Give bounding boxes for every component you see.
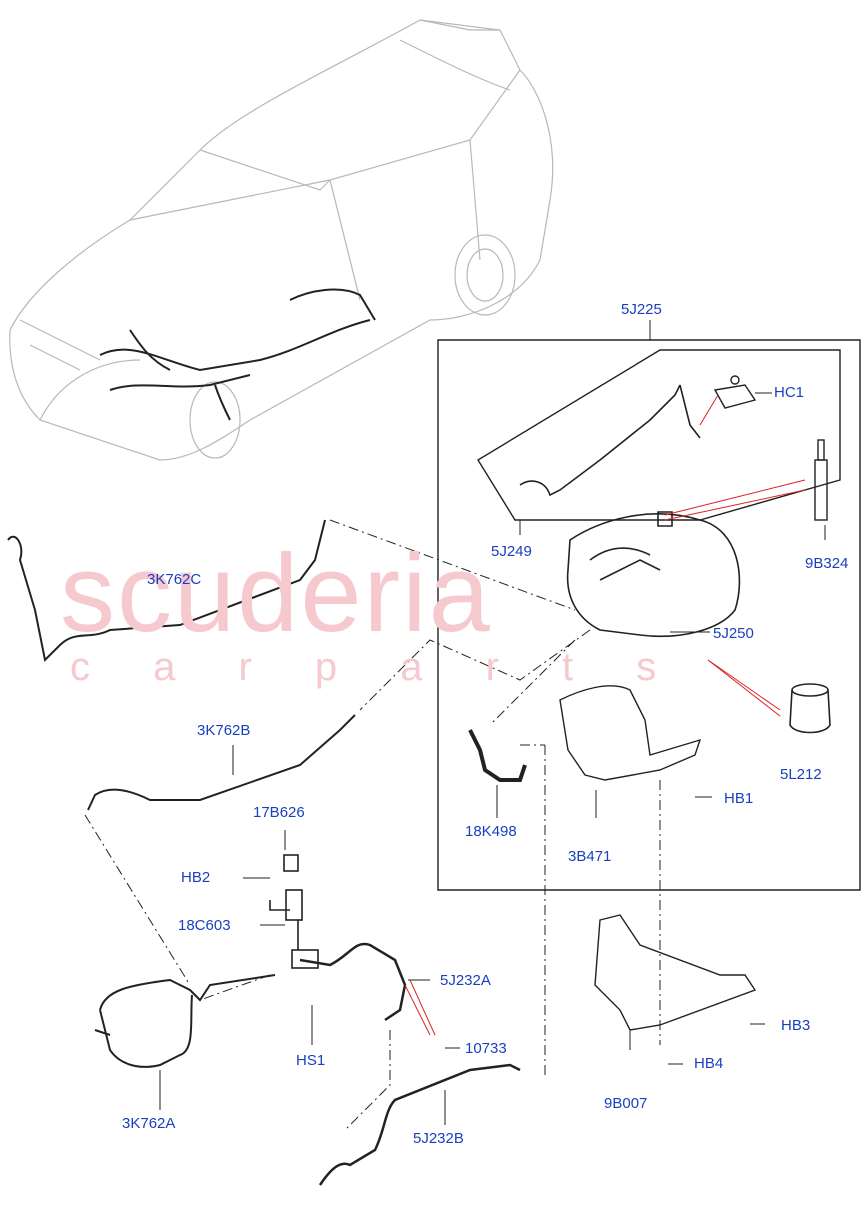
fuel-line-3k762a — [94, 974, 276, 1068]
label-3k762b: 3K762B — [197, 722, 251, 739]
label-17b626: 17B626 — [253, 804, 305, 821]
fuel-line-5j232a — [299, 942, 407, 1022]
pump-5l212 — [789, 683, 831, 734]
fuel-line-3k762b — [87, 714, 356, 811]
label-hb3: HB3 — [781, 1017, 811, 1034]
vehicle-harness — [99, 288, 376, 421]
label-9b007: 9B007 — [604, 1095, 648, 1112]
label-hs1: HS1 — [296, 1052, 326, 1069]
label-5l212: 5L212 — [780, 766, 822, 783]
label-5j249: 5J249 — [491, 543, 532, 560]
label-10733: 10733 — [465, 1040, 507, 1057]
fuel-line-3k762c — [7, 519, 326, 663]
label-18c603: 18C603 — [178, 917, 231, 934]
fuel-line-5j232b — [318, 1063, 521, 1186]
leader-lines — [159, 320, 826, 1125]
label-5j232a: 5J232A — [440, 972, 491, 989]
dash-lines — [84, 519, 661, 1131]
harness-5j249 — [519, 384, 701, 497]
connector-hc1 — [713, 375, 757, 409]
label-hb4: HB4 — [694, 1055, 724, 1072]
label-18k498: 18K498 — [465, 823, 517, 840]
fuel-tank-5j250 — [566, 511, 741, 638]
label-9b324: 9B324 — [805, 555, 849, 572]
vehicle-outline — [9, 19, 554, 461]
shield-3b471 — [559, 685, 702, 781]
label-5j250: 5J250 — [713, 625, 754, 642]
label-5j225: 5J225 — [621, 301, 662, 318]
red-leaders — [404, 394, 806, 1036]
hose-18k498 — [468, 729, 527, 782]
label-hb1: HB1 — [724, 790, 754, 807]
assembly-box-5j225 — [437, 339, 861, 891]
shield-9b007 — [594, 914, 757, 1031]
label-5j232b: 5J232B — [413, 1130, 464, 1147]
label-3b471: 3B471 — [568, 848, 612, 865]
label-3k762c: 3K762C — [147, 571, 202, 588]
label-hb2: HB2 — [181, 869, 211, 886]
label-3k762a: 3K762A — [122, 1115, 176, 1132]
valve-18c603 — [269, 854, 319, 969]
label-hc1: HC1 — [774, 384, 805, 401]
sender-9b324 — [814, 439, 828, 521]
